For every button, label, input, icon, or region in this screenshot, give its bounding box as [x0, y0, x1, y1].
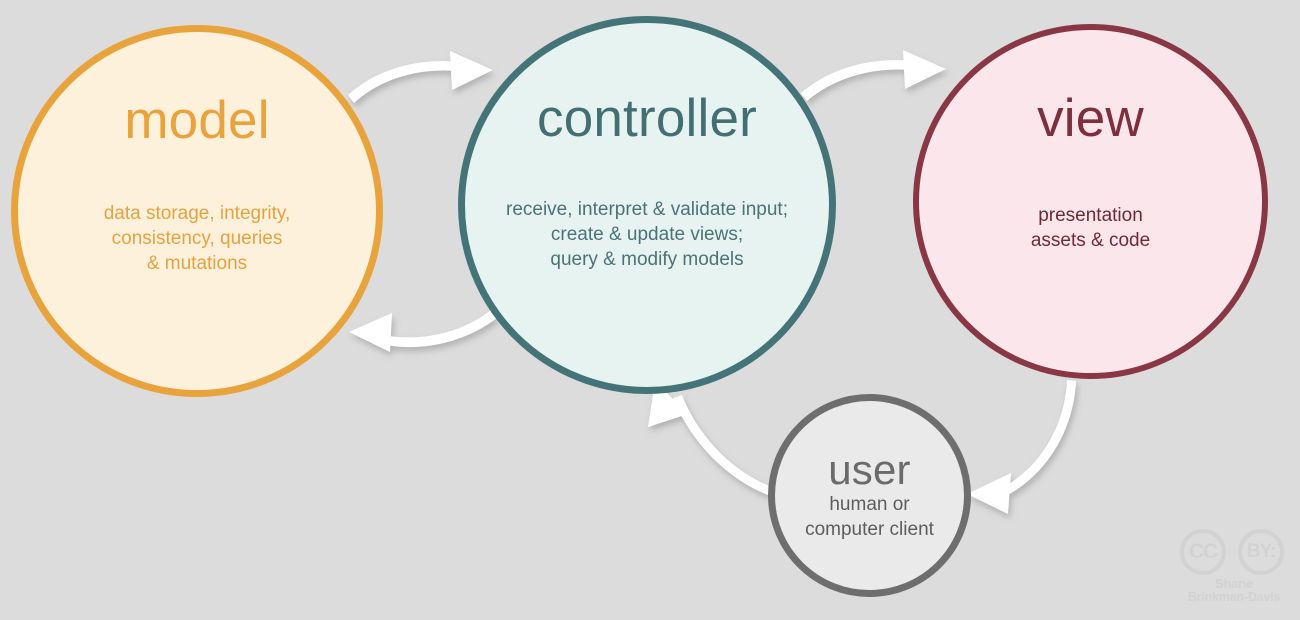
author-credit-first-name: Shane	[1214, 576, 1253, 591]
author-credit-last-name: Brinkman-Davis	[1187, 590, 1281, 604]
cc-by-icon: BY:	[1238, 529, 1284, 575]
node-user-title: user	[828, 445, 911, 493]
arrow-controller-to-model	[349, 310, 497, 352]
cc-icon: CC	[1180, 529, 1226, 575]
node-model-body: data storage, integrity, consistency, qu…	[103, 203, 291, 275]
node-controller-body: receive, interpret & validate input; cre…	[506, 199, 788, 271]
node-user-body: human or computer client	[805, 493, 934, 540]
arrow-controller-to-view	[801, 50, 946, 101]
node-view-body: presentation assets & code	[1030, 205, 1151, 252]
arrow-model-to-controller	[348, 51, 493, 103]
arrow-user-to-controller	[648, 381, 772, 495]
node-model[interactable]: model data storage, integrity, consisten…	[11, 25, 383, 397]
node-view[interactable]: view presentation assets & code	[913, 24, 1268, 379]
node-model-title: model	[124, 91, 270, 150]
node-controller[interactable]: controller receive, interpret & validate…	[458, 16, 836, 394]
node-user[interactable]: user human or computer client	[768, 394, 971, 597]
node-view-title: view	[1037, 89, 1144, 148]
arrow-view-to-user	[967, 380, 1076, 514]
creative-commons-badge[interactable]: CC BY: Shane Brinkman-Davis	[1176, 529, 1292, 604]
node-controller-title: controller	[537, 89, 757, 148]
